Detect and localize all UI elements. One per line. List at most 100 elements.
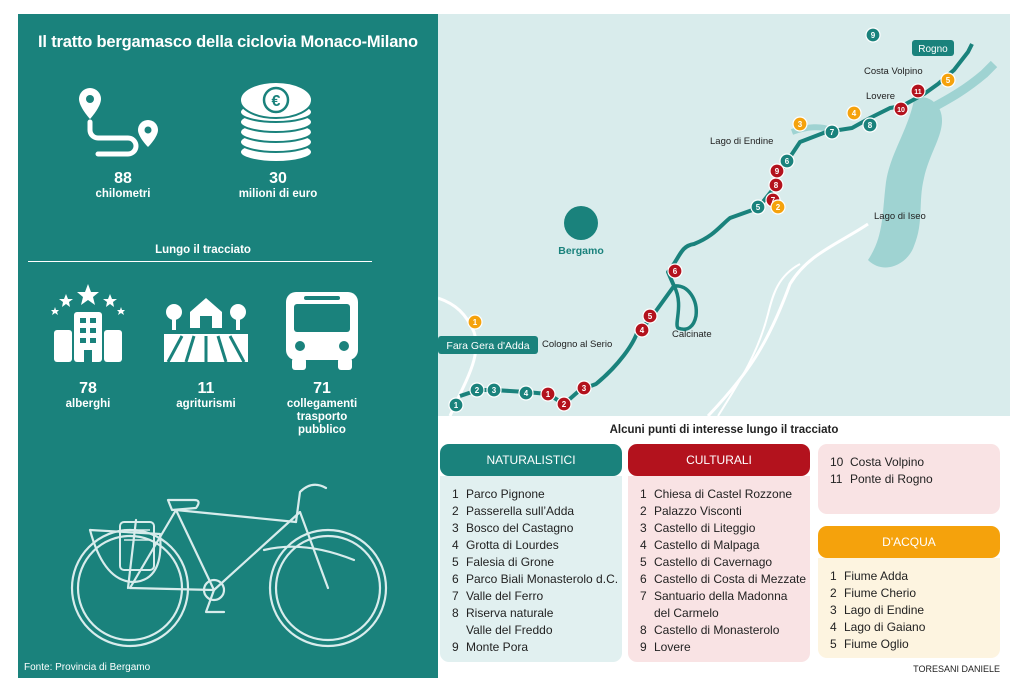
- legend-item-label: Castello di Cavernago: [654, 555, 773, 569]
- map-label-calcinate: Calcinate: [672, 329, 712, 340]
- map-marker-number: 1: [546, 390, 551, 399]
- legend-item-label: Santuario della Madonna: [654, 589, 788, 603]
- map-label-costa-volpino: Costa Volpino: [864, 66, 923, 77]
- map-canvas: Bergamo Fara Gera d'Adda Cologno al Seri…: [438, 27, 998, 416]
- map-marker-number: 8: [774, 181, 779, 190]
- stat-value: 78: [79, 380, 97, 397]
- legend-item: 1 Parco Pignone: [452, 486, 622, 503]
- map-label-rogno: Rogno: [918, 44, 948, 55]
- map-marker-number: 5: [648, 312, 653, 321]
- map-label-iseo: Lago di Iseo: [874, 211, 926, 222]
- map-marker-teal: [486, 382, 502, 398]
- map-marker-number: 3: [492, 386, 497, 395]
- legend-item-label: Falesia di Grone: [466, 555, 555, 569]
- legend-item-number: 11: [830, 472, 843, 486]
- legend-item: 6 Castello di Costa di Mezzate: [640, 571, 810, 588]
- map-marker-number: 5: [946, 76, 951, 85]
- stat-value: 88: [114, 170, 132, 187]
- legend-item-label: Valle del Freddo: [466, 623, 553, 637]
- stat-value: 71: [313, 380, 331, 397]
- legend-item-label: Lago di Endine: [844, 603, 925, 617]
- map-marker-red: [576, 380, 592, 396]
- legend-item-label: Castello di Costa di Mezzate: [654, 572, 807, 586]
- route-map: Bergamo Fara Gera d'Adda Cologno al Seri…: [438, 14, 1010, 416]
- legend-item-label: Castello di Malpaga: [654, 538, 760, 552]
- map-label-lovere: Lovere: [866, 91, 895, 102]
- legend-item: del Carmelo: [640, 605, 810, 622]
- category-naturalistici-header: NATURALISTICI: [440, 444, 622, 476]
- map-label-bergamo: Bergamo: [558, 245, 604, 257]
- map-marker-orange: [846, 105, 862, 121]
- legend-item-number: 10: [830, 455, 844, 469]
- map-marker-teal: [518, 385, 534, 401]
- summary-panel: Il tratto bergamasco della ciclovia Mona…: [18, 14, 438, 678]
- map-marker-red: [556, 396, 572, 412]
- stat-transport: 71 collegamenti trasporto pubblico: [272, 380, 372, 437]
- infographic-title: Il tratto bergamasco della ciclovia Mona…: [38, 33, 418, 51]
- legend-item-label: Chiesa di Castel Rozzone: [654, 487, 793, 501]
- map-marker-number: 4: [524, 389, 529, 398]
- map-marker-number: 11: [914, 89, 922, 96]
- legend-item-number: 3: [640, 521, 647, 535]
- legend-item-number: 6: [640, 572, 647, 586]
- map-marker-number: 6: [785, 157, 790, 166]
- legend-item: 4 Castello di Malpaga: [640, 537, 810, 554]
- legend-item-number: 1: [452, 487, 459, 501]
- legend-item-number: 8: [640, 623, 647, 637]
- along-route-heading: Lungo il tracciato: [155, 244, 251, 256]
- legend-item-number: 9: [452, 640, 459, 654]
- stat-label: chilometri: [95, 188, 151, 200]
- legend-item-label: Costa Volpino: [850, 455, 925, 469]
- legend-item: 9 Monte Pora: [452, 639, 622, 656]
- legend-item-number: 2: [452, 504, 459, 518]
- legend-item-number: 3: [452, 521, 459, 535]
- map-marker-number: 9: [871, 31, 876, 40]
- legend-item-label: Lovere: [654, 640, 691, 654]
- legend-item-label: Parco Biali Monasterolo d.C.: [466, 572, 619, 586]
- bus-icon: [286, 292, 358, 370]
- legend-item-number: 2: [640, 504, 647, 518]
- category-culturali-header: CULTURALI: [628, 444, 810, 476]
- author-credit: TORESANI DANIELE: [913, 664, 1000, 674]
- stat-km: 88 chilometri: [58, 170, 188, 201]
- map-marker-teal: [469, 382, 485, 398]
- stat-label: alberghi: [65, 398, 111, 410]
- map-marker-red: [893, 101, 909, 117]
- map-marker-teal: [448, 397, 464, 413]
- hotel-icon: [51, 284, 125, 362]
- map-marker-number: 7: [830, 128, 835, 137]
- legend-item-label: Parco Pignone: [466, 487, 545, 501]
- map-marker-orange: [792, 116, 808, 132]
- map-marker-number: 9: [775, 167, 780, 176]
- legend-item-label: Riserva naturale: [466, 606, 554, 620]
- legend-item-label: Castello di Monasterolo: [654, 623, 780, 637]
- stat-value: 30: [269, 170, 287, 187]
- map-marker-number: 4: [640, 326, 645, 335]
- legend-item-number: 2: [830, 586, 837, 600]
- map-marker-number: 2: [475, 386, 480, 395]
- legend-item-number: 1: [640, 487, 647, 501]
- legend: Alcuni punti di interesse lungo il tracc…: [438, 416, 1010, 678]
- legend-item-number: 4: [640, 538, 647, 552]
- category-acqua-header: D'ACQUA: [818, 526, 1000, 558]
- map-marker-red: [540, 386, 556, 402]
- stat-farmhouses: 11 agriturismi: [156, 380, 256, 411]
- legend-item-label: Monte Pora: [466, 640, 529, 654]
- farm-icon: [164, 298, 248, 362]
- map-marker-number: 2: [776, 203, 781, 212]
- map-marker-red: [667, 263, 683, 279]
- legend-item-number: 7: [452, 589, 459, 603]
- stat-value: 11: [197, 380, 215, 397]
- coins-icon: €: [239, 81, 313, 163]
- map-marker-number: 5: [756, 203, 761, 212]
